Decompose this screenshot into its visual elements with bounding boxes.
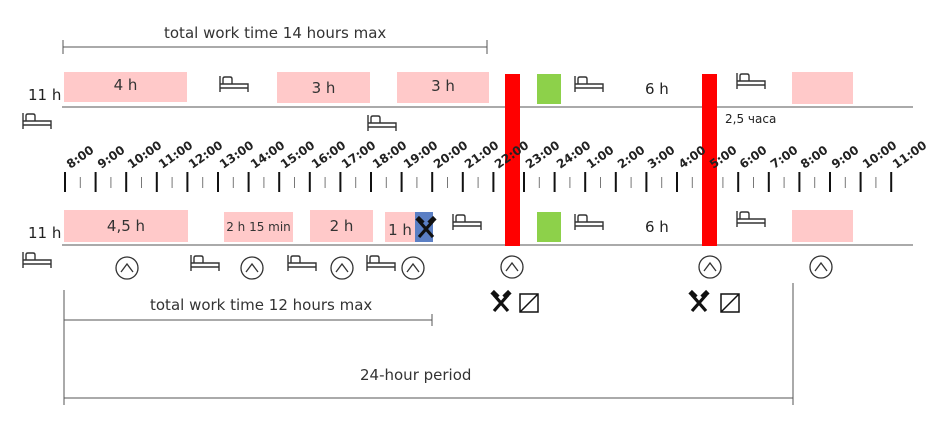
bottom-work-block-4: 1 h	[385, 212, 415, 242]
bottom-work-block-2: 2 h 15 min	[224, 212, 293, 242]
top-limit-label: total work time 14 hours max	[164, 24, 387, 42]
availability-icon	[519, 293, 539, 313]
bottom-rest-label: 11 h	[28, 224, 62, 242]
bed-icon	[736, 72, 766, 90]
bed-icon	[574, 75, 604, 93]
night-bar-22	[505, 74, 520, 246]
bottom-work-block-3: 2 h	[310, 210, 373, 242]
bed-icon	[22, 112, 52, 130]
crossed-hammers-icon	[488, 288, 514, 313]
top-break-block	[537, 74, 561, 104]
bottom-break-block	[537, 212, 561, 242]
gauge-icon	[500, 255, 524, 279]
bed-icon	[574, 213, 604, 231]
bottom-limit-bracket	[63, 314, 433, 326]
bed-icon	[22, 251, 52, 269]
top-rest-label: 11 h	[28, 86, 62, 104]
bottom-work-block-2-label: 2 h 15 min	[226, 220, 291, 234]
bed-icon	[366, 254, 396, 272]
top-night-label: 6 h	[645, 80, 669, 98]
crossed-hammers-icon	[686, 288, 712, 313]
bed-icon	[367, 114, 397, 132]
top-work-block-3: 3 h	[397, 72, 489, 103]
gauge-icon	[240, 256, 264, 280]
bed-icon	[219, 75, 249, 93]
night-bar-5	[702, 74, 717, 246]
bed-icon	[736, 210, 766, 228]
bottom-work-block-4-label: 1 h	[388, 221, 412, 239]
bottom-night-label: 6 h	[645, 218, 669, 236]
period-label: 24-hour period	[360, 366, 472, 384]
top-work-block-3-label: 3 h	[431, 77, 455, 95]
gauge-icon	[330, 256, 354, 280]
top-work-block-4	[792, 72, 853, 104]
bottom-work-block-3-label: 2 h	[329, 217, 354, 235]
availability-icon	[720, 293, 740, 313]
gauge-icon	[115, 256, 139, 280]
timeline-ticks	[64, 172, 893, 192]
top-break-note: 2,5 часа	[725, 112, 777, 126]
top-work-block-2-label: 3 h	[311, 78, 336, 97]
gauge-icon	[809, 255, 833, 279]
top-limit-bracket	[62, 40, 488, 54]
top-work-block-1-label: 4 h	[113, 76, 138, 94]
bottom-work-block-1: 4,5 h	[64, 210, 188, 242]
gauge-icon	[698, 255, 722, 279]
top-work-block-1: 4 h	[64, 72, 187, 102]
bottom-work-block-1-label: 4,5 h	[106, 217, 146, 235]
gauge-icon	[401, 256, 425, 280]
top-work-block-2: 3 h	[277, 72, 370, 103]
bottom-limit-label: total work time 12 hours max	[150, 296, 373, 314]
bottom-work-block-5	[792, 210, 853, 242]
bed-icon	[190, 254, 220, 272]
bed-icon	[287, 254, 317, 272]
bed-icon	[452, 213, 482, 231]
period-bracket	[63, 283, 794, 405]
